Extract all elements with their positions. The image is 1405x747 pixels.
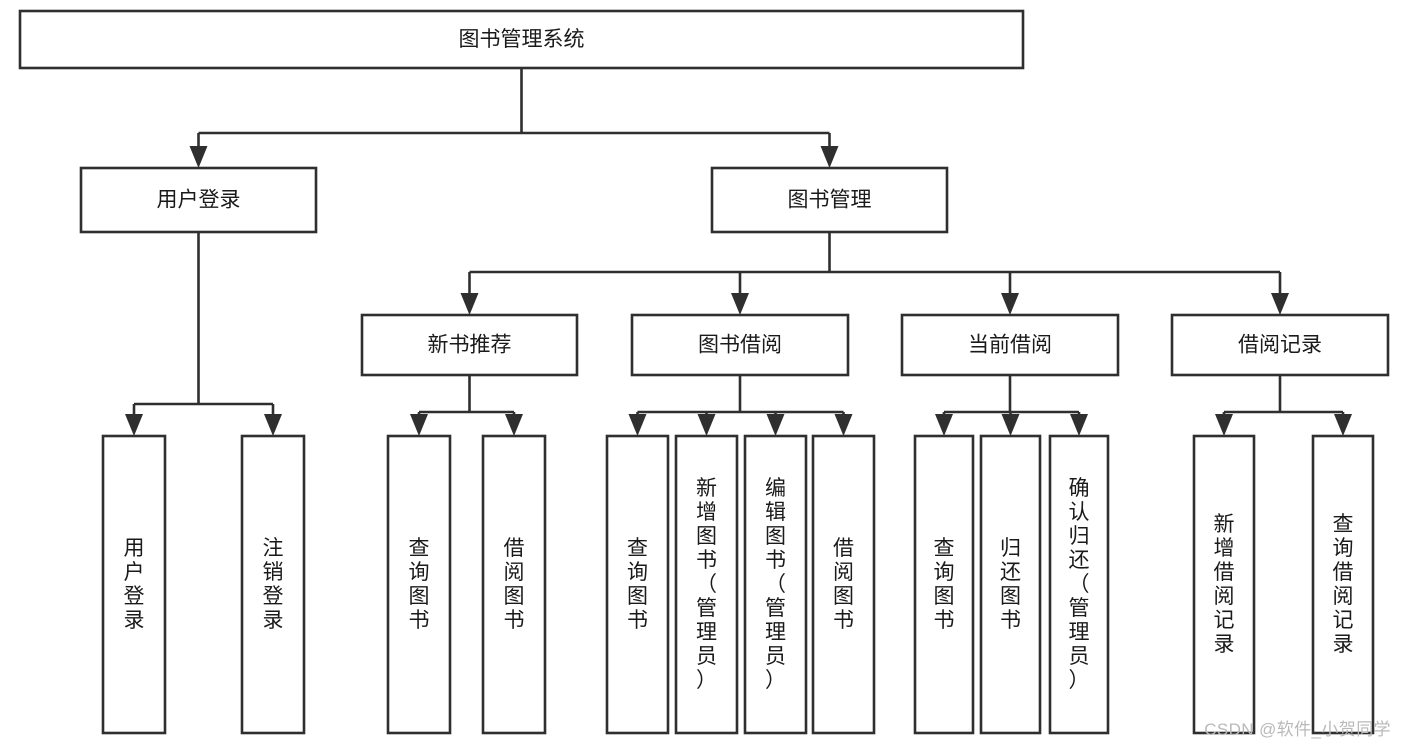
node-label-leaf-add-record: 新增借阅记录 [1214,513,1235,656]
node-box-leaf-add-book[interactable] [674,434,739,735]
node-label-leaf-user-login: 用户登录 [124,537,145,632]
node-user-login[interactable]: 用户登录 [79,166,318,234]
node-leaf-query-book-1[interactable]: 查询图书 [386,434,452,735]
node-layer: 图书管理系统用户登录图书管理新书推荐图书借阅当前借阅借阅记录用户登录注销登录查询… [18,9,1390,735]
node-box-leaf-edit-book[interactable] [743,434,808,735]
node-label-leaf-query-book-2: 查询图书 [627,537,648,632]
node-leaf-logout[interactable]: 注销登录 [240,434,306,735]
leaf-new-book-recommend-arrowhead-icon-0 [410,414,428,436]
node-book-manage[interactable]: 图书管理 [710,166,949,234]
node-box-leaf-return-book[interactable] [979,434,1042,735]
node-label-leaf-borrow-book-2: 借阅图书 [833,537,854,632]
node-current-borrow[interactable]: 当前借阅 [900,313,1120,377]
root-arrowhead-icon-1 [820,146,839,168]
node-label-leaf-query-record: 查询借阅记录 [1333,513,1354,656]
node-box-leaf-logout[interactable] [240,434,306,735]
leaf-current-borrow-arrowhead-icon-1 [1001,414,1020,436]
node-leaf-query-book-2[interactable]: 查询图书 [605,434,670,735]
node-box-book-borrow[interactable] [630,313,850,377]
node-label-leaf-edit-book: 编辑图书（管理员） [765,477,786,692]
node-label-root: 图书管理系统 [459,28,585,51]
leaf-book-borrow-arrowhead-icon-2 [766,414,785,436]
node-box-borrow-records[interactable] [1170,313,1390,377]
leaf-current-borrow-arrowhead-icon-2 [1070,414,1088,436]
leaf-user-login-arrowhead-icon-0 [125,414,143,436]
node-borrow-records[interactable]: 借阅记录 [1170,313,1390,377]
node-box-leaf-borrow-book-2[interactable] [811,434,876,735]
node-box-book-manage[interactable] [710,166,949,234]
book-manage-arrowhead-icon-0 [460,293,479,315]
leaf-book-borrow-arrowhead-icon-0 [628,414,647,436]
node-box-leaf-user-login[interactable] [101,434,167,735]
node-leaf-user-login[interactable]: 用户登录 [101,434,167,735]
node-box-leaf-query-book-2[interactable] [605,434,670,735]
leaf-book-borrow-arrowhead-icon-1 [697,414,716,436]
node-label-leaf-confirm-return: 确认归还（管理员） [1069,477,1090,692]
node-leaf-query-record[interactable]: 查询借阅记录 [1311,434,1375,735]
leaf-user-login-arrowhead-icon-1 [264,414,282,436]
node-label-leaf-borrow-book-1: 借阅图书 [504,537,525,632]
node-new-book-recommend[interactable]: 新书推荐 [360,313,579,377]
node-label-new-book-recommend: 新书推荐 [428,334,512,357]
node-book-borrow[interactable]: 图书借阅 [630,313,850,377]
leaf-current-borrow-arrowhead-icon-0 [935,414,953,436]
node-box-root[interactable] [18,9,1025,70]
node-leaf-confirm-return[interactable]: 确认归还（管理员） [1048,434,1110,735]
node-leaf-borrow-book-1[interactable]: 借阅图书 [481,434,547,735]
node-leaf-borrow-book-2[interactable]: 借阅图书 [811,434,876,735]
node-leaf-return-book[interactable]: 归还图书 [979,434,1042,735]
node-box-leaf-borrow-book-1[interactable] [481,434,547,735]
book-manage-arrowhead-icon-3 [1271,293,1289,315]
leaf-borrow-records-arrowhead-icon-1 [1334,414,1352,436]
book-manage-arrowhead-icon-1 [731,293,749,315]
leaf-new-book-recommend-arrowhead-icon-1 [505,414,523,436]
node-label-leaf-add-book: 新增图书（管理员） [696,477,717,692]
node-leaf-add-book[interactable]: 新增图书（管理员） [674,434,739,735]
node-box-leaf-add-record[interactable] [1192,434,1256,735]
root-arrowhead-icon-0 [189,146,208,168]
node-box-leaf-query-book-1[interactable] [386,434,452,735]
node-label-borrow-records: 借阅记录 [1238,334,1322,357]
node-box-leaf-confirm-return[interactable] [1048,434,1110,735]
node-root[interactable]: 图书管理系统 [18,9,1025,70]
node-box-leaf-query-book-3[interactable] [913,434,975,735]
node-box-leaf-query-record[interactable] [1311,434,1375,735]
node-label-user-login: 用户登录 [157,189,241,212]
node-box-user-login[interactable] [79,166,318,234]
node-leaf-add-record[interactable]: 新增借阅记录 [1192,434,1256,735]
node-label-book-borrow: 图书借阅 [698,334,782,357]
leaf-book-borrow-arrowhead-icon-3 [834,414,853,436]
node-box-current-borrow[interactable] [900,313,1120,377]
node-label-leaf-query-book-3: 查询图书 [934,537,955,632]
leaf-borrow-records-arrowhead-icon-0 [1215,414,1233,436]
book-manage-arrowhead-icon-2 [1001,293,1019,315]
node-label-leaf-logout: 注销登录 [263,537,284,632]
node-label-leaf-return-book: 归还图书 [1000,537,1021,632]
node-label-leaf-query-book-1: 查询图书 [409,537,430,632]
node-label-current-borrow: 当前借阅 [968,334,1052,357]
node-label-book-manage: 图书管理 [788,189,872,212]
node-box-new-book-recommend[interactable] [360,313,579,377]
connector-layer [125,68,1352,436]
node-leaf-query-book-3[interactable]: 查询图书 [913,434,975,735]
node-leaf-edit-book[interactable]: 编辑图书（管理员） [743,434,808,735]
